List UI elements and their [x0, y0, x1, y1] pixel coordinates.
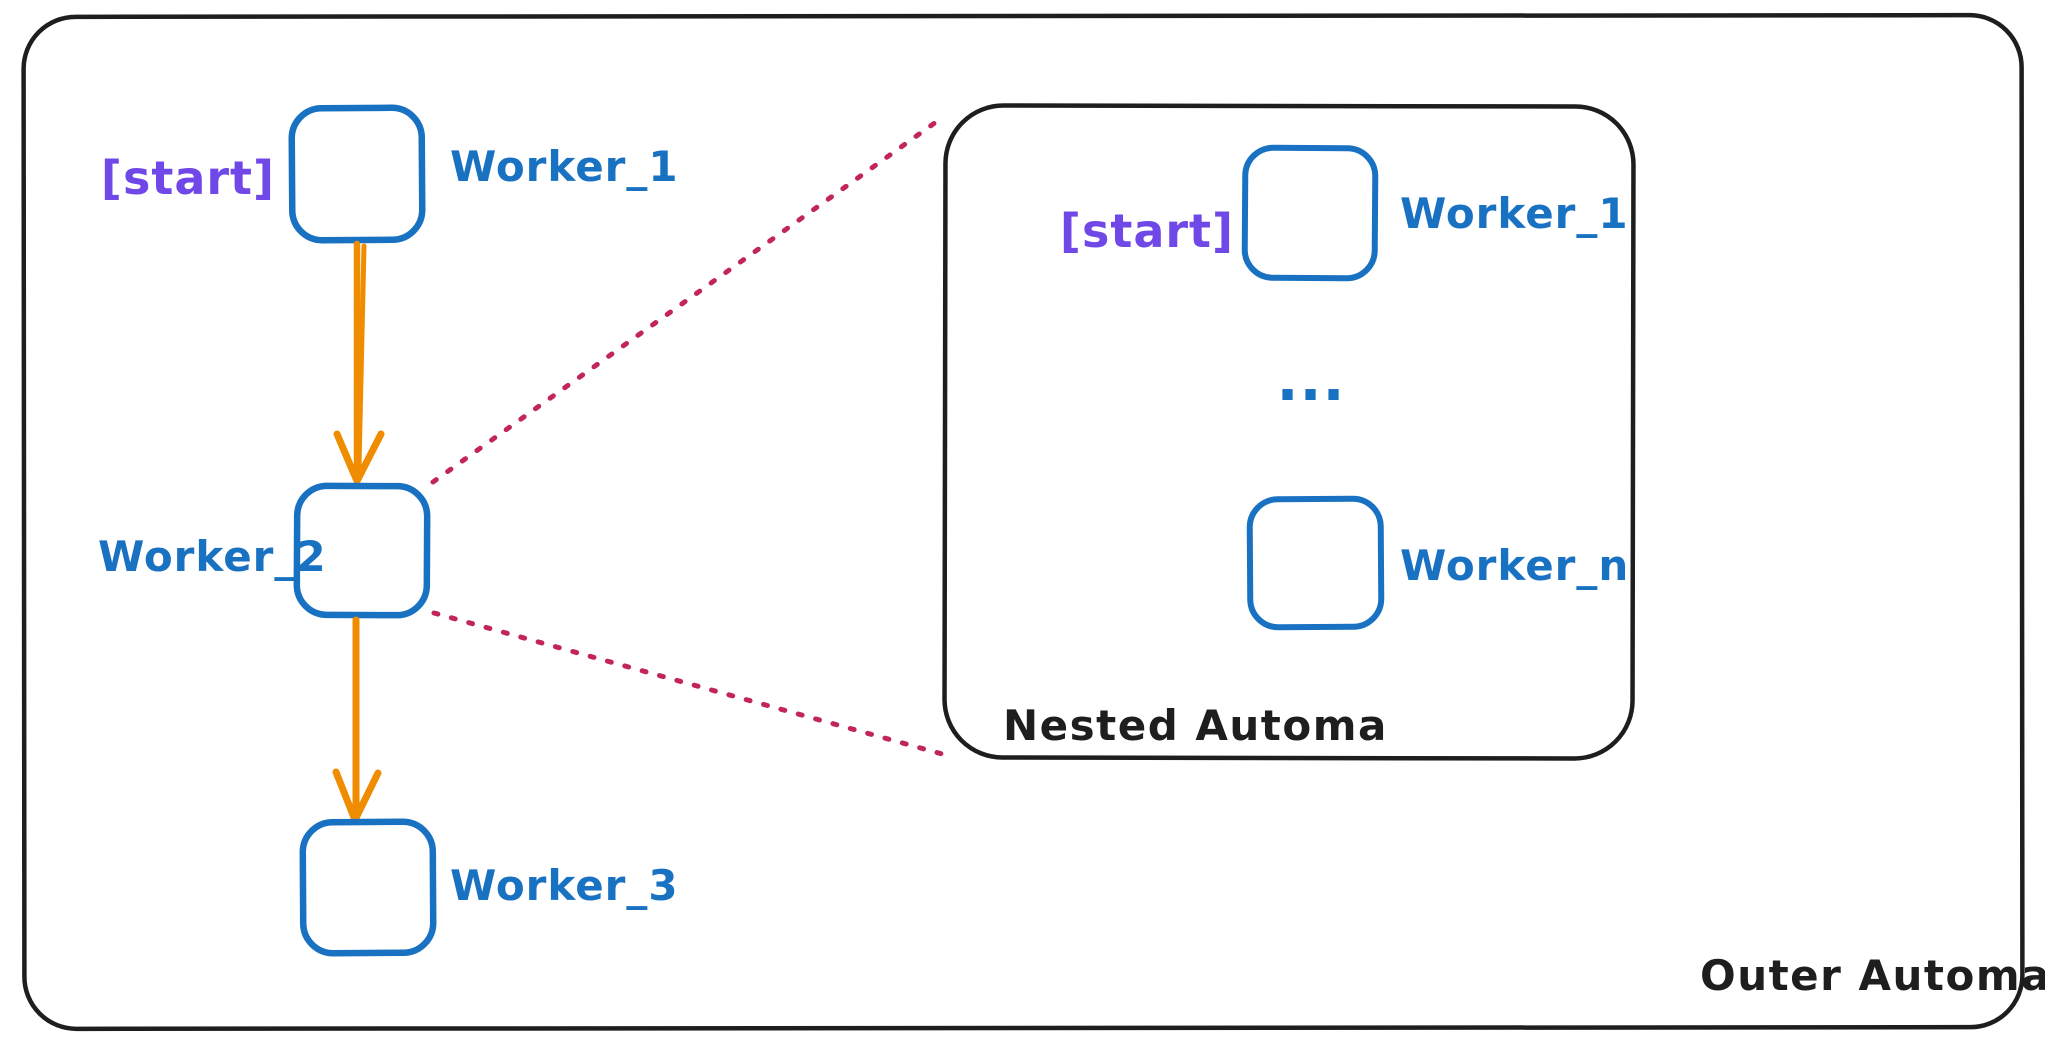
nested-worker1-node: [1241, 144, 1379, 282]
nested-automa-box: [942, 103, 1636, 761]
worker2-label: Worker_2: [98, 532, 327, 581]
outer-automa-label: Outer Automa: [1700, 951, 2045, 1000]
callout-dotted-line-lower: [431, 610, 956, 760]
worker3-label: Worker_3: [450, 861, 679, 910]
nested-worker1-label: Worker_1: [1400, 189, 1629, 238]
nested-workern-node: [1246, 495, 1385, 631]
ellipsis-label: ...: [1276, 346, 1345, 414]
nested-workern-label: Worker_n: [1400, 541, 1629, 590]
nested-automa-label: Nested Automa: [1003, 701, 1388, 750]
nested-start-tag: [start]: [1060, 204, 1234, 258]
outer-automa-box: [21, 12, 2025, 1032]
main-flow: [start] Worker_1 Worker_2 Worker_3: [98, 104, 679, 957]
worker2-node: [293, 482, 431, 619]
start-tag: [start]: [101, 151, 275, 205]
arrow-worker2-worker3: [332, 616, 382, 824]
worker1-node: [288, 104, 426, 244]
worker1-label: Worker_1: [450, 142, 679, 191]
arrow-shaft-echo: [356, 243, 367, 469]
arrow-worker1-worker2: [333, 240, 385, 485]
arrowhead-icon: [333, 430, 385, 485]
callout-dotted-line-upper: [430, 119, 939, 485]
worker3-node: [299, 818, 437, 957]
nested-automa: [start] Worker_1 ... Worker_n Nested Aut…: [942, 103, 1636, 761]
